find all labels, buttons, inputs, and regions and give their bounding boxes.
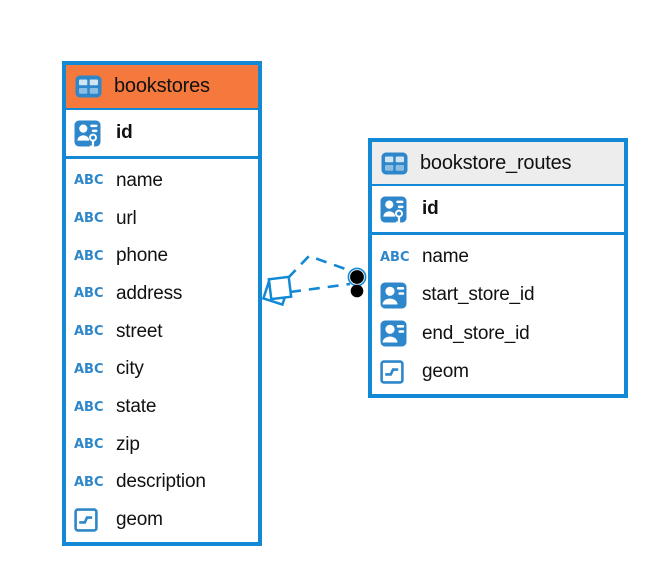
foreign-key-icon (380, 320, 414, 347)
table-icon (381, 152, 412, 175)
column-row-end_store_id[interactable]: end_store_id (372, 315, 624, 353)
column-row-city[interactable]: ABC city (66, 351, 258, 389)
column-name: description (116, 471, 206, 493)
geometry-type-icon (74, 508, 108, 532)
column-name: zip (116, 433, 140, 455)
text-type-icon: ABC (74, 361, 104, 377)
primary-key-icon (380, 196, 414, 225)
table-header[interactable]: bookstores (66, 65, 258, 110)
column-name: name (116, 169, 163, 191)
column-name: start_store_id (422, 284, 535, 306)
column-name: geom (422, 360, 469, 382)
table-name: bookstore_routes (420, 151, 572, 174)
column-row-street[interactable]: ABC street (66, 313, 258, 351)
table-header[interactable]: bookstore_routes (372, 142, 624, 186)
column-name: id (422, 198, 439, 219)
column-name: id (116, 122, 133, 143)
text-type-icon: ABC (74, 248, 104, 264)
text-type-icon: ABC (74, 211, 104, 227)
text-type-icon: ABC (380, 249, 410, 265)
text-type-icon: ABC (74, 437, 104, 453)
column-row-zip[interactable]: ABC zip (66, 426, 258, 464)
column-row-address[interactable]: ABC address (66, 275, 258, 313)
text-type-icon: ABC (74, 173, 104, 189)
column-name: geom (116, 509, 163, 531)
text-type-icon: ABC (74, 474, 104, 490)
table-columns: ABC name start_store_id end_store_id geom (372, 235, 624, 394)
column-name: end_store_id (422, 322, 530, 344)
column-name: street (116, 320, 163, 342)
table-name: bookstores (114, 75, 210, 97)
column-row-state[interactable]: ABC state (66, 388, 258, 426)
column-row-url[interactable]: ABC url (66, 200, 258, 238)
column-name: state (116, 396, 157, 418)
text-type-icon: ABC (74, 324, 104, 340)
text-type-icon: ABC (74, 286, 104, 302)
primary-key-icon (74, 120, 108, 149)
column-row-description[interactable]: ABC description (66, 464, 258, 502)
relationship-source-marker[interactable] (261, 275, 293, 307)
column-row-name[interactable]: ABC name (372, 238, 624, 276)
column-row-id[interactable]: id (372, 186, 624, 235)
column-row-start_store_id[interactable]: start_store_id (372, 276, 624, 314)
relationship-line-upper[interactable] (287, 254, 352, 279)
foreign-key-icon (380, 282, 414, 309)
column-row-phone[interactable]: ABC phone (66, 237, 258, 275)
column-name: city (116, 358, 144, 380)
text-type-icon: ABC (74, 399, 104, 415)
column-name: address (116, 282, 183, 304)
column-name: name (422, 246, 469, 268)
column-name: phone (116, 245, 168, 267)
relationship-endpoint-dots[interactable] (347, 267, 367, 298)
column-row-id[interactable]: id (66, 110, 258, 159)
relationship-line-lower[interactable] (289, 282, 351, 294)
column-row-geom[interactable]: geom (66, 501, 258, 539)
column-name: url (116, 207, 137, 229)
table-icon (75, 75, 106, 98)
column-row-name[interactable]: ABC name (66, 162, 258, 200)
geometry-type-icon (380, 360, 414, 384)
column-row-geom[interactable]: geom (372, 353, 624, 391)
